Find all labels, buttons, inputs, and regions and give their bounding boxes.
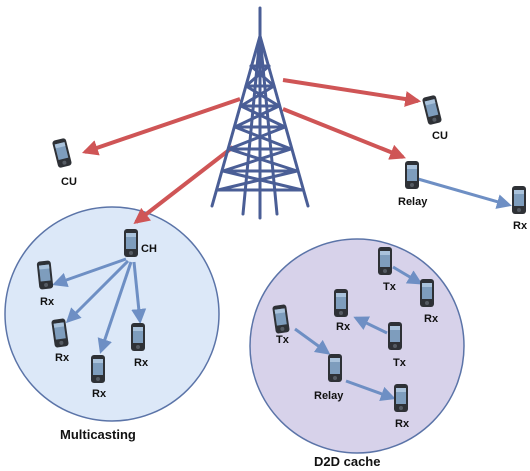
link-bs-to-relay xyxy=(282,107,406,160)
link-ch-to-rx2 xyxy=(65,259,130,324)
tx2-phone-icon xyxy=(388,322,402,350)
mc-rx1-phone-icon xyxy=(36,260,54,290)
link-relay-to-rx-edge xyxy=(417,177,512,209)
tx1-label: Tx xyxy=(383,281,397,293)
link-tx1-to-rx-a xyxy=(392,265,423,285)
multicasting-title: Multicasting xyxy=(60,427,136,442)
link-ch-to-rx3 xyxy=(97,261,133,354)
mc-rx1-label: Rx xyxy=(40,296,55,308)
ch-phone-icon xyxy=(124,229,138,257)
link-bs-to-ch xyxy=(133,145,235,224)
cu-left-label: CU xyxy=(61,176,77,188)
link-tx2-to-rx-b xyxy=(353,316,388,335)
d2d-cache-title: D2D cache xyxy=(314,454,380,469)
link-bs-to-cu-left xyxy=(81,97,241,156)
mc-rx4-phone-icon xyxy=(131,323,145,351)
rx-b-label: Rx xyxy=(336,321,351,333)
d2d-cache-cluster xyxy=(249,238,465,454)
rx-edge-label: Rx xyxy=(513,220,528,232)
cu-right-phone-icon xyxy=(421,94,443,126)
cell-tower-icon xyxy=(210,6,310,220)
rx-c-label: Rx xyxy=(395,418,410,430)
d2d-links xyxy=(52,177,512,401)
tx2-label: Tx xyxy=(393,357,407,369)
link-ch-to-rx1 xyxy=(52,257,127,288)
relay-top-label: Relay xyxy=(398,196,428,208)
cu-left-phone-icon xyxy=(51,137,73,169)
ch-label: CH xyxy=(141,243,157,255)
link-bs-to-cu-right xyxy=(282,78,422,107)
mc-rx4-label: Rx xyxy=(134,357,149,369)
rx-edge-phone-icon xyxy=(512,186,526,214)
relay-top-phone-icon xyxy=(405,161,419,189)
relay-cache-phone-icon xyxy=(328,354,342,382)
mc-rx2-label: Rx xyxy=(55,352,70,364)
mc-rx3-label: Rx xyxy=(92,388,107,400)
tx1-phone-icon xyxy=(378,247,392,275)
cu-right-label: CU xyxy=(432,130,448,142)
link-tx3-to-relay xyxy=(294,327,331,355)
link-relay-to-rx-c xyxy=(345,379,396,401)
mc-rx3-phone-icon xyxy=(91,355,105,383)
relay-cache-label: Relay xyxy=(314,390,344,402)
tx3-label: Tx xyxy=(276,334,290,346)
rx-b-phone-icon xyxy=(334,289,348,317)
labels: CU CU Relay Rx CH Rx Rx Rx Rx Multicasti… xyxy=(40,130,528,469)
rx-a-label: Rx xyxy=(424,313,439,325)
link-ch-to-rx4 xyxy=(131,261,147,324)
rx-a-phone-icon xyxy=(420,279,434,307)
cellular-links xyxy=(81,78,422,224)
rx-c-phone-icon xyxy=(394,384,408,412)
